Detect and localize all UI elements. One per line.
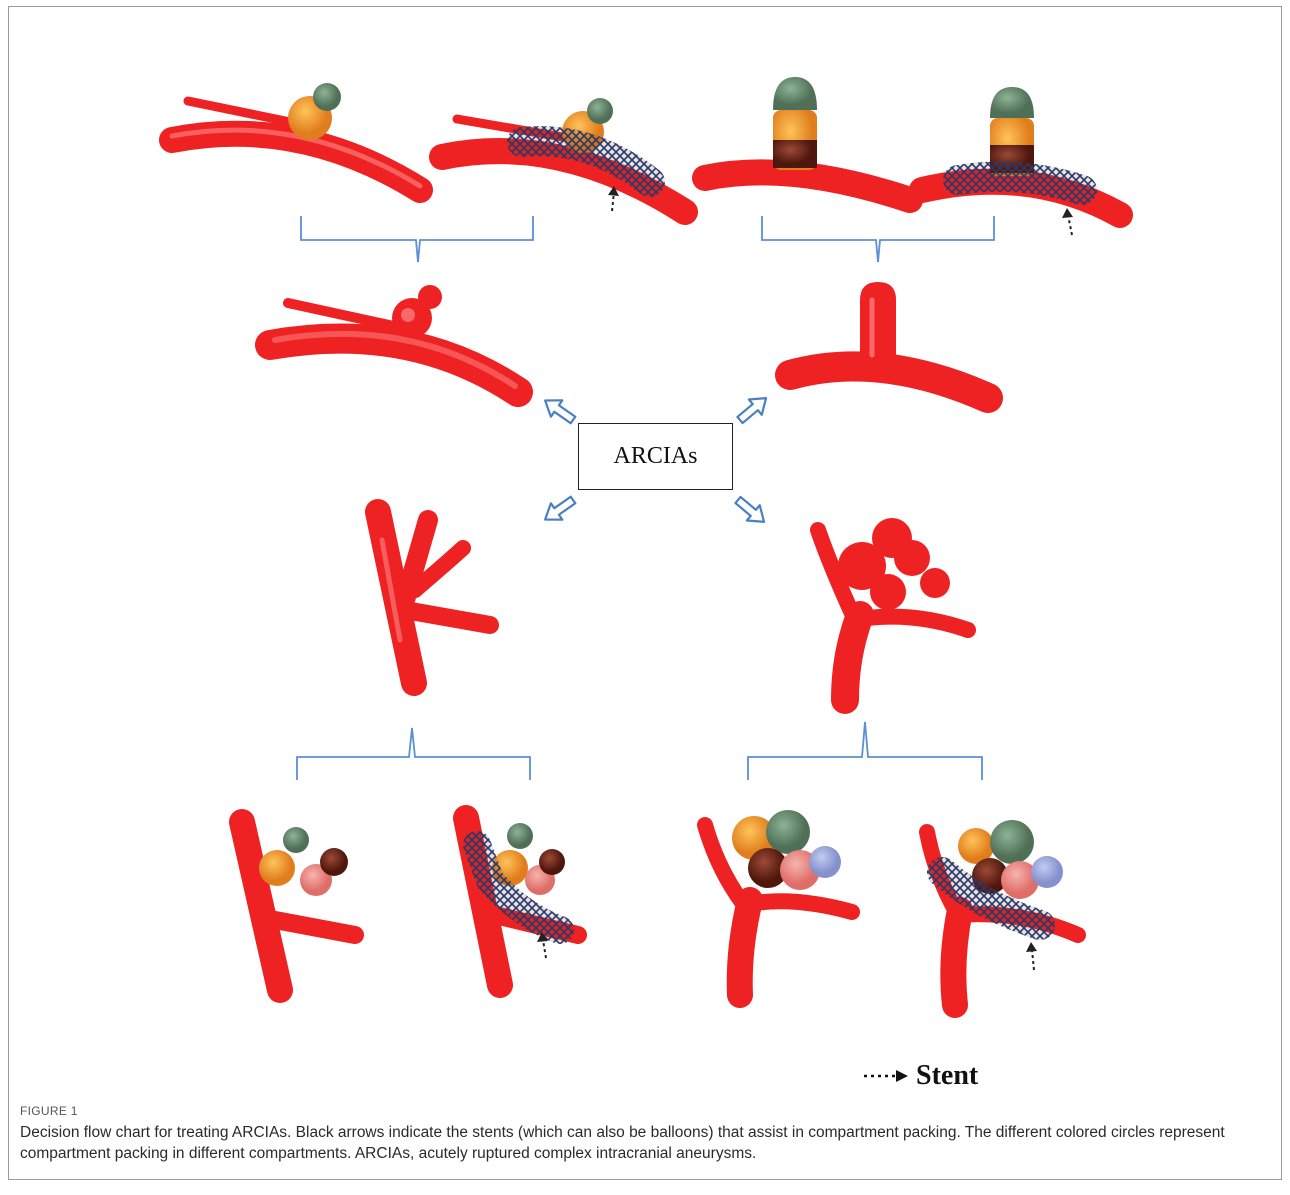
branched-coiled-aneurysm [242, 822, 355, 990]
figure-caption: FIGURE 1 Decision flow chart for treatin… [20, 1104, 1270, 1164]
caption-text: Decision flow chart for treating ARCIAs.… [20, 1122, 1270, 1164]
legend-label: Stent [916, 1060, 978, 1092]
stent-legend: Stent [862, 1058, 978, 1094]
arrow-to-top-left [539, 392, 578, 428]
multilobed-coiled-stented-aneurysm [927, 820, 1078, 1005]
arrow-to-bottom-right [732, 492, 771, 529]
multilobed-aneurysm [818, 518, 968, 700]
bifurcation-coiled-aneurysm [705, 77, 910, 200]
figure-label: FIGURE 1 [20, 1104, 1270, 1118]
sidewall-aneurysm [270, 285, 518, 392]
sidewall-coiled-aneurysm [172, 83, 420, 190]
branched-aneurysm [378, 512, 490, 683]
arrow-to-top-right [734, 390, 773, 427]
bracket-top-left [301, 216, 533, 262]
decision-flow-diagram [0, 0, 1290, 1060]
multilobed-coiled-aneurysm [705, 810, 852, 995]
bifurcation-aneurysm [790, 282, 988, 398]
bracket-bottom-right [748, 722, 982, 780]
sidewall-coiled-stented-aneurysm [442, 98, 685, 212]
dotted-arrow-icon [862, 1066, 912, 1086]
bracket-bottom-left [297, 728, 530, 780]
arcias-label: ARCIAs [613, 443, 697, 470]
bracket-top-right [762, 216, 994, 262]
branched-coiled-stented-aneurysm [466, 818, 578, 985]
arrow-to-bottom-left [539, 492, 578, 528]
arcias-box: ARCIAs [578, 423, 733, 490]
bifurcation-coiled-stented-aneurysm [922, 87, 1120, 235]
